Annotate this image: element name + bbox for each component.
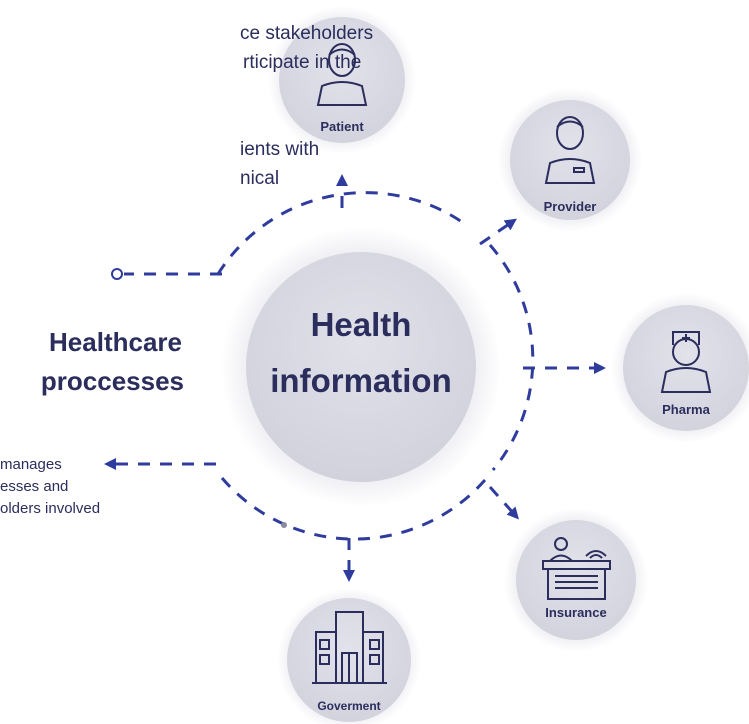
intro-line-2: rticipate in the [243, 52, 362, 73]
intro-line-4: nical [240, 168, 280, 189]
orbit-arc-right [488, 244, 535, 471]
intro-line-3: ients with [240, 139, 320, 160]
side-title-line-2: proccesses [40, 366, 184, 396]
connector-end-dot [111, 268, 123, 280]
patient-label: Patient [320, 119, 364, 134]
insurance-label: Insurance [545, 605, 606, 620]
intro-line-1: ce stakeholders [240, 23, 374, 44]
person-icon [316, 43, 368, 106]
insurance-circle [516, 520, 636, 640]
node-provider [498, 88, 642, 232]
node-government [277, 588, 421, 724]
connectors [104, 174, 606, 582]
desk-icon [542, 537, 611, 600]
center-title-line1: Health [311, 306, 412, 343]
nurse-icon [660, 331, 712, 393]
arrow-to-provider [479, 218, 517, 246]
arrow-to-insurance [488, 486, 519, 520]
pharma-label: Pharma [662, 402, 710, 417]
center-title-line2: information [270, 362, 451, 399]
node-patient [268, 6, 416, 154]
orbit-marker-dot [281, 522, 287, 528]
node-insurance [504, 508, 648, 652]
doctor-icon [544, 116, 596, 184]
center-circle [246, 252, 476, 482]
center-hub [221, 227, 501, 507]
side-desc-line-3: olders involved [0, 500, 101, 517]
building-icon [312, 611, 387, 684]
side-title-line-1: Healthcare [49, 327, 182, 357]
dashed-orbit [216, 191, 535, 541]
orbit-arc-top [216, 191, 466, 275]
government-label: Goverment [317, 699, 380, 713]
patient-circle [279, 17, 405, 143]
provider-label: Provider [544, 199, 597, 214]
side-desc-line-1: manages [0, 456, 62, 473]
node-pharma [611, 293, 749, 443]
side-desc-line-2: esses and [0, 478, 69, 495]
